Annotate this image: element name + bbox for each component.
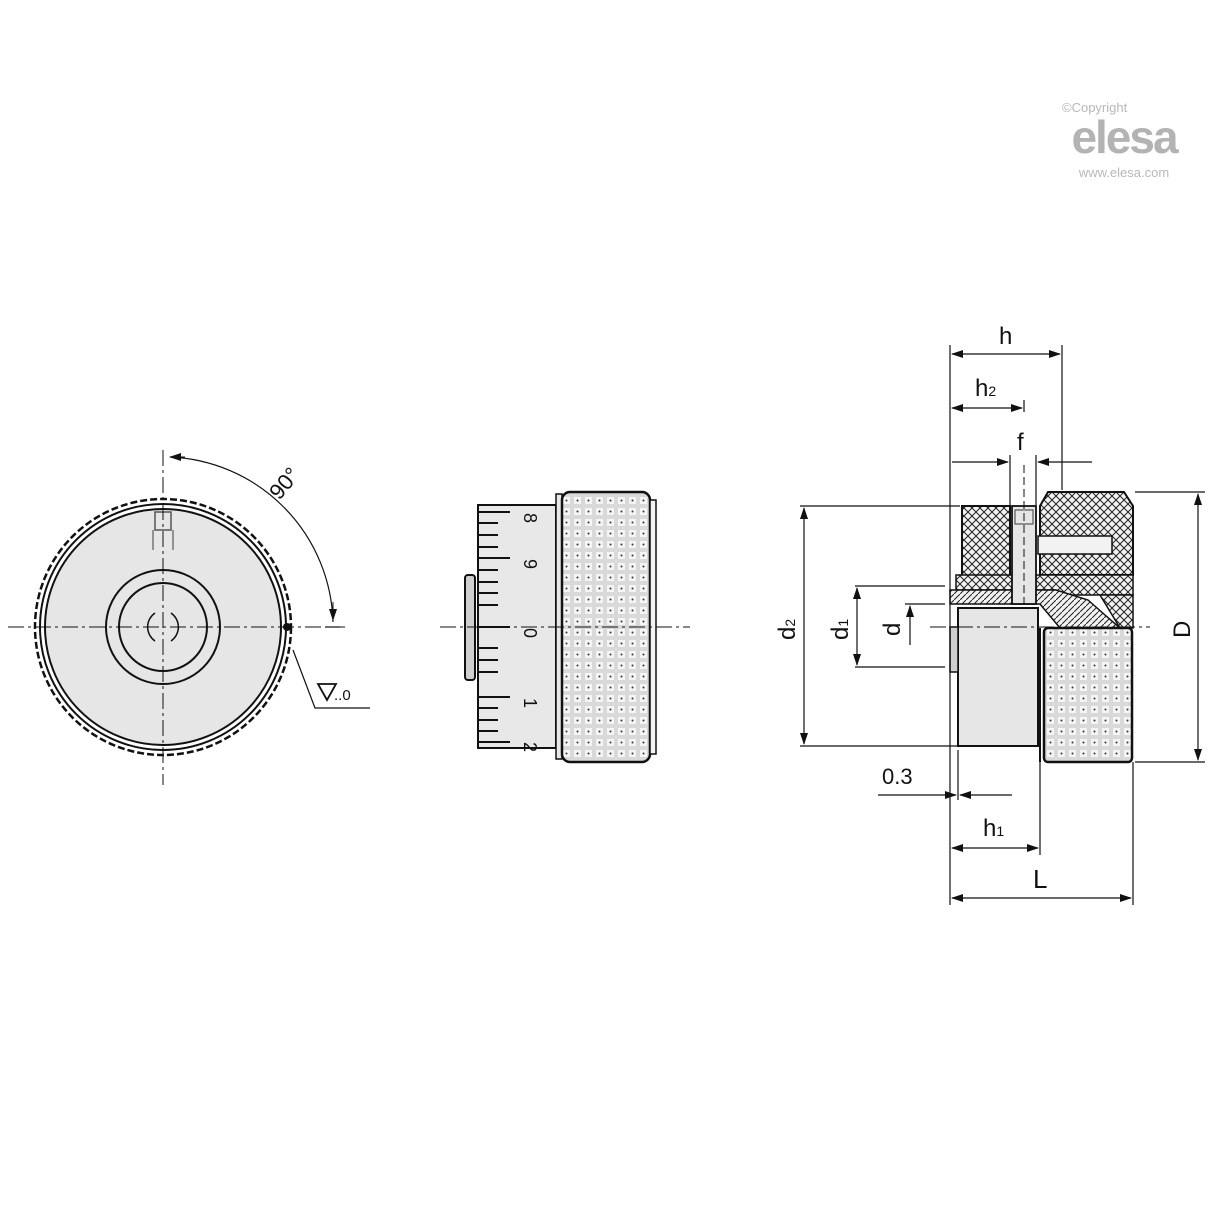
dim-L-label: L — [1033, 864, 1047, 894]
watermark: ©Copyright elesa www.elesa.com — [1044, 100, 1204, 180]
section-view: h h2 f d2 d1 d D 0.3 h1 L — [774, 323, 1205, 905]
surface-label: ..0 — [334, 687, 351, 704]
scale-number-9: 9 — [520, 559, 540, 569]
copyright-text: ©Copyright — [1062, 100, 1128, 115]
dim-f-label: f — [1017, 429, 1024, 456]
angle-label: 90° — [264, 463, 305, 505]
dim-D-label: D — [1169, 621, 1196, 638]
front-view: 90° ..0 — [8, 450, 370, 785]
dim-h2-label: h2 — [975, 375, 996, 402]
scale-number-2: 2 — [520, 742, 540, 752]
side-scale-view: 8 9 0 1 2 — [440, 490, 690, 764]
dim-d-label: d — [879, 623, 906, 636]
dim-gap-label: 0.3 — [882, 764, 913, 789]
brand-logo: elesa — [1071, 111, 1178, 163]
dim-d2-label: d2 — [774, 619, 801, 640]
scale-number-0: 0 — [520, 628, 540, 638]
scale-number-8: 8 — [520, 513, 540, 523]
dim-h1-label: h1 — [983, 815, 1004, 842]
scale-number-1: 1 — [520, 698, 540, 708]
dim-h-label: h — [999, 323, 1012, 350]
brand-url: www.elesa.com — [1078, 165, 1170, 180]
dim-d1-label: d1 — [827, 619, 854, 640]
